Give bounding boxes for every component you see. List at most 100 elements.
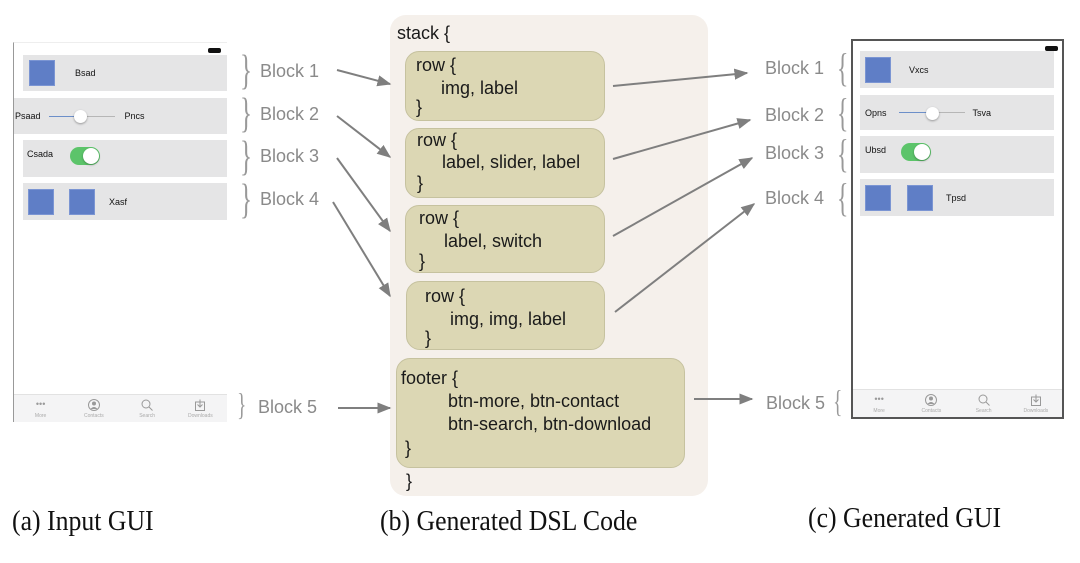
more-icon: ••• [874,394,884,404]
tab-downloads[interactable]: Downloads [176,399,224,419]
block-1-label-left: Block 1 [260,61,320,81]
brace-block-2-right: { [836,90,849,135]
image-placeholder [865,56,891,83]
arrow-block-2-to-dsl [336,115,392,158]
arrow-block-1-to-dsl [336,69,392,87]
tab-downloads[interactable]: Downloads [1012,394,1060,414]
switch-label: Ubsd [865,145,887,155]
block-1-label-right: Block 1 [765,58,825,78]
dsl-row-1-head: row { [416,55,457,75]
dsl-row-2-body: label, slider, label [442,152,581,172]
brace-block-5-right: { [833,383,843,419]
tab-contacts[interactable]: Contacts [907,393,955,414]
battery-icon [1045,46,1058,51]
arrow-block-3-to-dsl [336,157,391,233]
dsl-stack-close: } [406,471,413,491]
tab-search[interactable]: Search [960,394,1008,414]
search-icon [977,394,991,406]
dsl-row-1-close: } [416,97,423,117]
caption-generated-dsl: (b) Generated DSL Code [380,506,638,537]
dsl-stack-open: stack { [397,23,451,43]
caption-input-gui: (a) Input GUI [12,506,154,537]
image-placeholder [29,60,55,86]
dsl-footer-line-1: btn-more, btn-contact [448,391,620,411]
slider[interactable] [898,106,965,120]
brace-block-1-right: { [836,45,849,90]
tab-search[interactable]: Search [123,399,171,419]
tab-bar: •••More Contacts Search Downloads [853,389,1062,417]
brace-block-3-right: { [836,131,849,176]
brace-block-4-left: } [240,177,253,223]
dsl-row-4-head: row { [425,286,466,306]
dsl-row-2-close: } [417,173,424,193]
block-4-label-right: Block 4 [765,188,825,208]
generated-row-img-label: Vxcs [860,51,1054,88]
tab-more[interactable]: •••More [34,399,47,419]
dsl-footer-line-2: btn-search, btn-download [448,414,652,434]
dsl-row-3-box [405,205,605,273]
downloads-icon [193,399,207,411]
row-label: Tpsd [946,192,967,203]
dsl-row-2-head: row { [417,130,458,150]
tab-more[interactable]: •••More [873,394,885,414]
dsl-row-3-close: } [419,251,426,271]
brace-block-2-left: } [240,91,253,137]
block-5-label-right: Block 5 [766,393,826,413]
image-placeholder [69,188,95,215]
toggle-switch[interactable] [70,147,101,165]
input-row-img-label: Bsad [23,55,227,91]
block-4-label-left: Block 4 [260,189,320,209]
row-label: Bsad [75,68,96,78]
toggle-switch[interactable] [901,143,932,161]
dsl-footer-head: footer { [401,368,459,388]
dsl-footer-box [396,358,685,468]
downloads-icon [1029,394,1043,406]
row-label: Xasf [109,196,128,207]
block-5-label-left: Block 5 [258,397,318,417]
generated-row-img-img-label: Tpsd [860,179,1054,216]
slider-left-label: Psaad [15,111,41,121]
caption-generated-gui: (c) Generated GUI [808,503,1002,534]
dsl-footer-close: } [405,438,412,458]
input-row-slider: Psaad Pncs [14,98,227,134]
dsl-row-4-body: img, img, label [450,309,567,329]
more-icon: ••• [35,399,46,409]
dsl-row-4-box [406,281,605,350]
slider-left-label: Opns [865,107,887,118]
row-label: Vxcs [909,64,929,75]
dsl-row-4-close: } [425,328,432,348]
image-placeholder [865,184,891,211]
brace-block-4-right: { [836,175,849,220]
brace-block-1-left: } [240,48,253,94]
block-3-label-right: Block 3 [765,143,825,163]
tab-contacts[interactable]: Contacts [70,398,118,419]
switch-label: Csada [27,149,54,159]
slider-right-label: Tsva [972,107,992,118]
slider-right-label: Pncs [124,111,145,121]
input-gui-phone: Bsad Psaad Pncs Csada Xasf •••More Conta… [13,42,227,422]
image-placeholder [907,184,933,211]
input-row-img-img-label: Xasf [23,183,227,220]
image-placeholder [28,188,54,215]
dsl-row-3-body: label, switch [444,231,543,251]
tab-bar: •••More Contacts Search Downloads [14,394,227,422]
dsl-row-2-box [405,128,605,198]
generated-row-slider: Opns Tsva [860,95,1054,130]
slider[interactable] [48,110,115,123]
contacts-icon [924,393,938,406]
brace-block-3-left: } [240,134,253,180]
generated-gui-phone: Vxcs Opns Tsva Ubsd Tpsd •••More Contact… [851,39,1064,419]
search-icon [140,399,154,411]
generated-row-switch: Ubsd [860,136,1054,173]
block-2-label-right: Block 2 [765,105,825,125]
brace-block-5-left: } [237,386,247,422]
contacts-icon [87,398,101,411]
block-2-label-left: Block 2 [260,104,320,124]
battery-icon [208,48,221,53]
dsl-row-1-box [405,51,605,121]
dsl-row-3-head: row { [419,208,460,228]
arrow-block-4-to-dsl [332,201,391,298]
dsl-row-1-body: img, label [441,78,519,98]
input-row-switch: Csada [23,140,227,177]
block-3-label-left: Block 3 [260,146,320,166]
